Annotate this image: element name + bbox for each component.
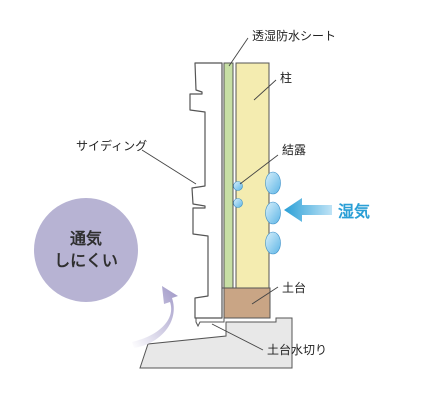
moisture-droplet: [265, 231, 281, 255]
siding-label: サイディング: [76, 138, 147, 153]
leader-flashing: [211, 323, 264, 351]
badge-line2: しにくい: [54, 251, 118, 270]
humidity-label: 湿気: [337, 202, 370, 221]
moisture-droplet: [265, 201, 281, 225]
ventilation-badge: [34, 198, 138, 302]
sill: [223, 287, 271, 319]
airflow-arrow: [132, 286, 178, 348]
leader-membrane: [228, 37, 249, 67]
membrane: [223, 62, 234, 289]
moisture-droplet: [265, 171, 281, 195]
condensation-droplet: [233, 198, 243, 208]
leader-siding: [141, 149, 197, 185]
siding: [189, 62, 223, 319]
flashing-label: 土台水切り: [267, 342, 327, 357]
leader-sill: [251, 286, 279, 305]
foundation: [139, 317, 293, 369]
post: [235, 62, 270, 289]
leader-condensation: [239, 154, 279, 185]
sill-label: 土台: [282, 280, 306, 295]
condensation-label: 結露: [282, 143, 306, 157]
post-label: 柱: [280, 70, 292, 85]
membrane-label: 透湿防水シート: [252, 28, 336, 43]
leader-post: [253, 79, 277, 101]
humidity-arrow: [284, 198, 332, 222]
badge-line1: 通気: [70, 229, 102, 248]
